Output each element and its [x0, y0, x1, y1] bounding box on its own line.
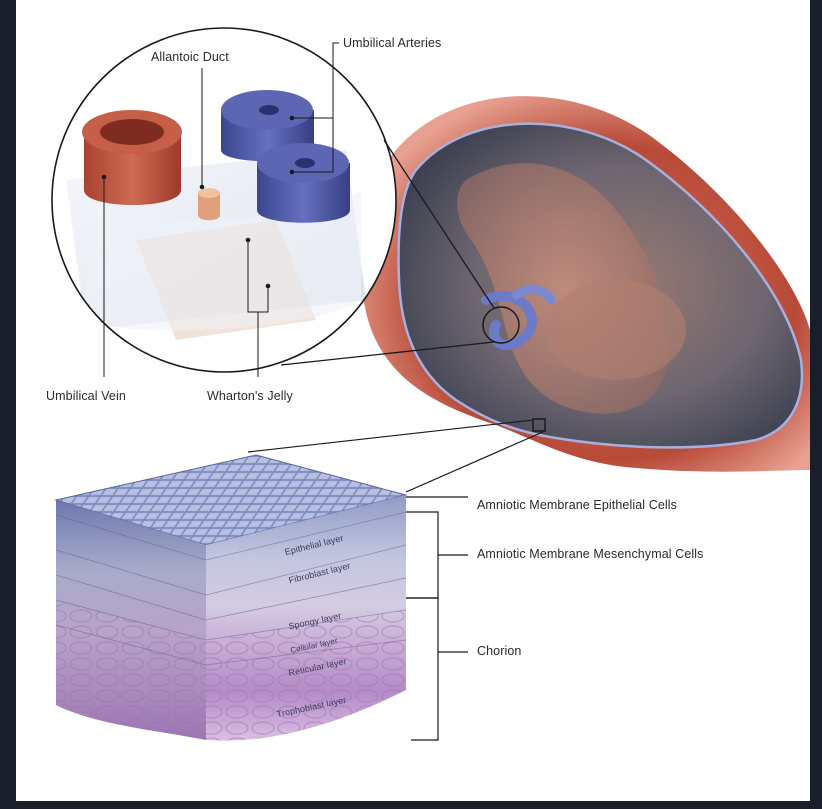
umbilical-vein-vessel	[82, 110, 182, 205]
frame-border-left	[0, 0, 16, 809]
membrane-brackets	[406, 497, 468, 740]
label-chorion: Chorion	[477, 644, 521, 658]
frame-border-right	[810, 0, 822, 809]
illustration-svg	[16, 0, 810, 801]
label-allantoic-duct: Allantoic Duct	[151, 50, 229, 64]
label-amniotic-epithelial-cells: Amniotic Membrane Epithelial Cells	[477, 498, 677, 512]
label-amniotic-mesenchymal-cells: Amniotic Membrane Mesenchymal Cells	[477, 547, 704, 561]
frame-border-bottom	[0, 801, 822, 809]
label-umbilical-arteries: Umbilical Arteries	[343, 36, 441, 50]
umbilical-artery-lower	[257, 143, 350, 223]
uterus-illustration	[360, 96, 810, 472]
label-whartons-jelly: Wharton's Jelly	[207, 389, 293, 403]
illustration-canvas: Epithelial layer Fibroblast layer Spongy…	[16, 0, 810, 801]
allantoic-duct-vessel	[198, 188, 220, 220]
label-umbilical-vein: Umbilical Vein	[46, 389, 126, 403]
amniotic-membrane-block	[56, 455, 406, 741]
